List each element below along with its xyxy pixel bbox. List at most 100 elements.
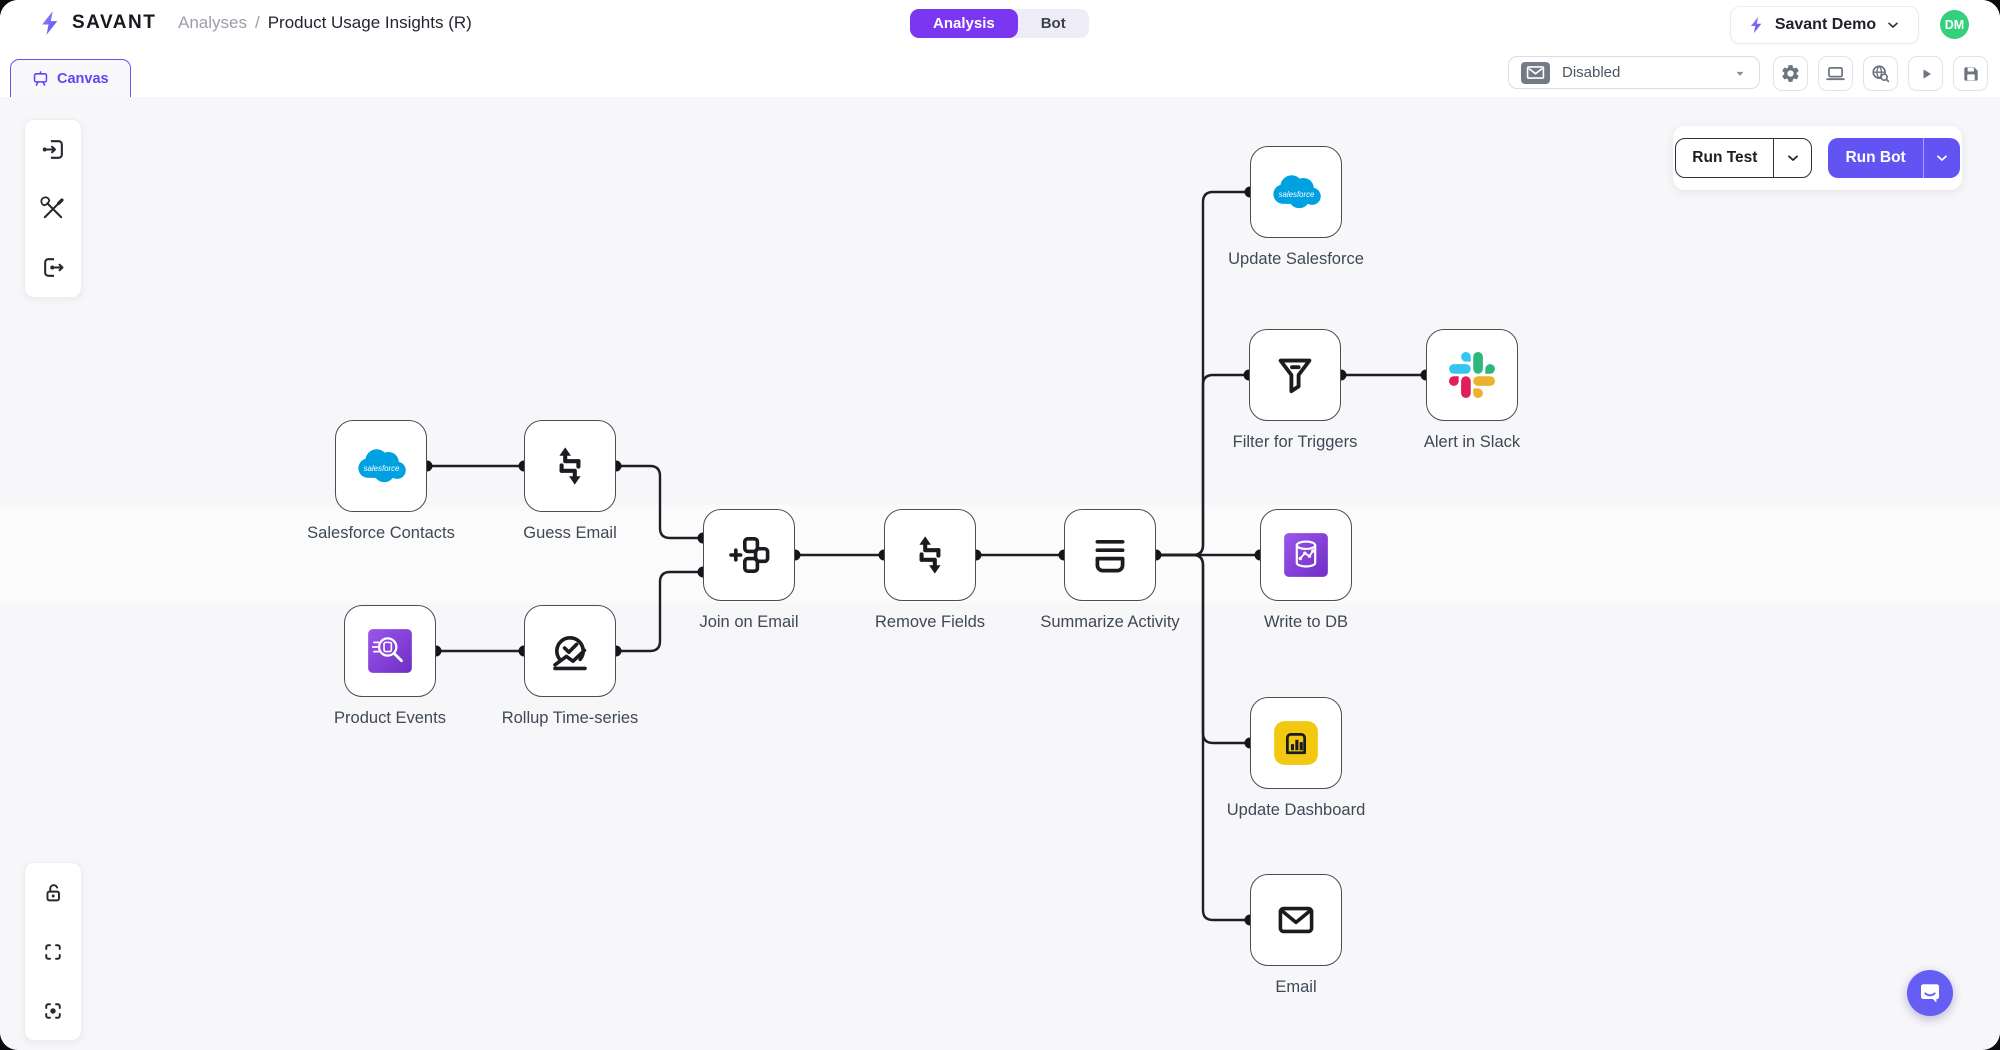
node-rollup-time-series[interactable]: Rollup Time-series [502,605,638,727]
transform-arrows-icon [559,447,581,485]
salesforce-wordmark: salesforce [1279,190,1315,199]
node-guess-email[interactable]: Guess Email [523,420,617,542]
output-nodes-button[interactable] [25,238,81,297]
caret-down-icon [1736,71,1744,76]
save-icon [1963,66,1978,81]
node-box [1260,509,1352,601]
toggle-bot[interactable]: Bot [1040,15,1066,32]
node-label: Guess Email [523,524,617,542]
mode-toggle: Analysis Bot [910,9,1089,38]
globe-search-icon [1872,65,1890,83]
node-box [1064,509,1156,601]
node-label: Product Events [334,709,446,727]
node-label: Remove Fields [874,613,986,631]
summarize-icon [1095,539,1125,573]
run-test-button[interactable]: Run Test [1675,138,1813,178]
tab-canvas-label: Canvas [57,70,109,87]
savant-bolt-icon [1750,16,1762,34]
run-panel: Run Test Run Bot [1673,126,1962,190]
web-preview-button[interactable] [1863,56,1898,91]
input-nodes-button[interactable] [25,120,81,179]
toggle-analysis[interactable]: Analysis [910,9,1018,38]
slack-logo-icon [1449,352,1495,398]
tools-icon [40,195,64,218]
notification-status-dropdown[interactable]: Disabled [1508,56,1760,89]
transform-arrows-icon [919,536,941,574]
envelope-icon [1278,906,1314,934]
node-box [1250,697,1342,789]
save-button[interactable] [1953,56,1988,91]
node-box: salesforce [1250,146,1342,238]
display-button[interactable] [1818,56,1853,91]
workflow-canvas[interactable]: Run Test Run Bot [0,97,2000,1050]
join-merge-icon [729,537,770,573]
header: SAVANT Analyses / Product Usage Insights… [0,0,2000,48]
filter-funnel-icon [1278,358,1312,394]
node-filter-for-triggers[interactable]: Filter for Triggers [1233,329,1357,451]
node-salesforce-contacts[interactable]: salesforce Salesforce Contacts [307,420,455,542]
salesforce-wordmark: salesforce [364,464,400,473]
event-search-icon [368,629,412,673]
node-box [1426,329,1518,421]
node-box [1249,329,1341,421]
node-box [884,509,976,601]
workspace-selector[interactable]: Savant Demo [1730,6,1919,44]
node-label: Rollup Time-series [501,709,639,727]
play-icon [1923,68,1931,79]
node-summarize-activity[interactable]: Summarize Activity [1040,509,1180,631]
chevron-down-icon [1936,155,1947,161]
node-alert-in-slack[interactable]: Alert in Slack [1424,329,1520,451]
fullscreen-icon [45,943,61,960]
node-update-salesforce[interactable]: salesforce Update Salesforce [1228,146,1364,268]
powerbi-logo-icon [1274,721,1318,765]
play-button[interactable] [1908,56,1943,91]
chat-bubble-icon [1921,984,1939,1003]
node-join-on-email[interactable]: Join on Email [699,509,799,631]
node-write-to-db[interactable]: Write to DB [1260,509,1352,631]
node-box: salesforce [335,420,427,512]
run-test-label[interactable]: Run Test [1692,149,1758,166]
node-label: Join on Email [699,613,799,631]
node-email[interactable]: Email [1250,874,1342,996]
workflow-edges [421,186,1432,926]
node-remove-fields[interactable]: Remove Fields [875,509,985,631]
center-focus-button[interactable] [25,981,81,1040]
node-palette-panel [24,119,82,298]
run-test-options[interactable] [1773,139,1811,177]
node-box [524,420,616,512]
settings-button[interactable] [1773,56,1808,91]
chevron-down-icon [1788,155,1798,161]
run-bot-options[interactable] [1922,138,1960,178]
savant-bolt-icon [42,11,58,35]
breadcrumb-separator: / [254,13,260,32]
easel-icon [33,71,48,86]
tab-canvas[interactable]: Canvas [10,59,131,97]
run-bot-button[interactable]: Run Bot [1828,138,1960,178]
fit-view-button[interactable] [25,922,81,981]
transform-nodes-button[interactable] [25,179,81,238]
focus-center-icon [45,1002,61,1019]
chat-launcher-button[interactable] [1907,970,1953,1016]
lock-toggle-button[interactable] [25,863,81,922]
output-icon [43,258,63,277]
avatar[interactable]: DM [1940,10,1969,39]
salesforce-logo-icon: salesforce [358,449,406,483]
timeseries-rollup-icon [553,636,587,671]
page-title: Product Usage Insights (R) [267,13,472,32]
breadcrumb-analyses-link[interactable]: Analyses [178,13,247,32]
envelope-icon [1526,66,1545,79]
breadcrumb: Analyses / Product Usage Insights (R) [178,13,472,33]
node-label: Update Salesforce [1228,250,1364,268]
brand-name: SAVANT [72,12,157,33]
run-bot-label[interactable]: Run Bot [1845,149,1906,166]
node-label: Write to DB [1263,613,1349,631]
brand[interactable]: SAVANT [38,10,156,36]
node-box [524,605,616,697]
input-icon [42,140,63,159]
unlock-icon [46,883,60,901]
database-icon [1284,533,1328,577]
node-product-events[interactable]: Product Events [334,605,446,727]
node-label: Filter for Triggers [1232,433,1358,451]
node-update-dashboard[interactable]: Update Dashboard [1227,697,1365,819]
